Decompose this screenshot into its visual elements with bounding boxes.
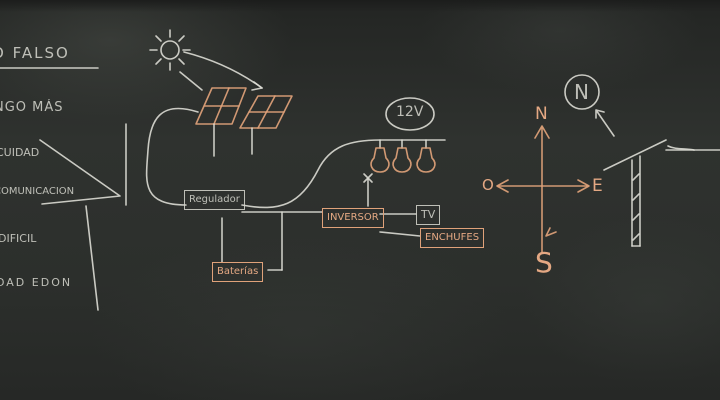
left-edge-text: COMUNICACION	[0, 186, 75, 197]
light-bulb-icon	[370, 139, 436, 173]
sun-ray-arrow	[179, 71, 203, 91]
compass-north-label: N	[535, 104, 548, 124]
north-circled-label: N	[574, 80, 589, 104]
north-arrow	[595, 109, 615, 137]
tilt-triangle	[39, 139, 121, 205]
panel-wire	[145, 107, 199, 206]
regulator-box: Regulador	[184, 190, 245, 210]
tv-box: TV	[416, 205, 441, 225]
north-circle	[564, 74, 600, 110]
mounted-panel-icon	[603, 139, 720, 247]
left-edge-text: O FALSO	[0, 44, 70, 62]
solar-panel-icon	[195, 87, 293, 157]
compass-east-label: E	[592, 176, 603, 196]
voltage-circle	[385, 97, 435, 131]
left-edge-text: CUIDAD	[0, 146, 40, 159]
left-edge-text: DIFICIL	[0, 232, 37, 245]
bulb-wire	[241, 139, 446, 209]
inverter-box: INVERSOR	[322, 208, 384, 228]
voltage-label: 12V	[396, 104, 424, 120]
sun-ray-arrow-2	[183, 51, 263, 89]
left-edge-text: NGO MÁS	[0, 100, 64, 115]
compass-rose	[496, 125, 590, 253]
compass-south-label: S	[535, 246, 553, 279]
tilt-leg	[85, 205, 99, 311]
battery-box: Baterías	[212, 262, 264, 282]
sun-icon	[149, 29, 191, 71]
compass-west-label: O	[482, 176, 494, 194]
outlet-wire	[379, 231, 421, 237]
left-edge-text: DAD EDON	[0, 276, 73, 289]
outlets-box: ENCHUFES	[420, 228, 485, 248]
